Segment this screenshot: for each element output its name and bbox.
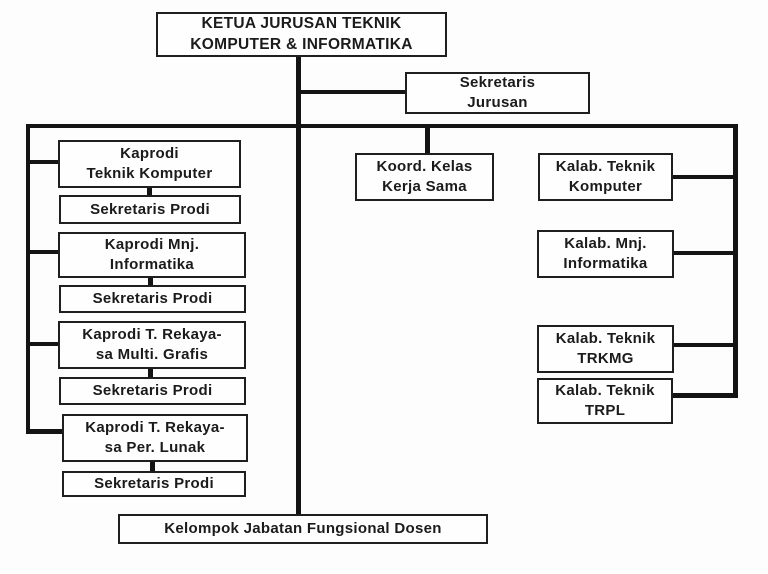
node-kalab-teknik-trpl: Kalab. Teknik TRPL (537, 378, 673, 424)
connector-kaprodi4-sekprodi4 (150, 460, 155, 473)
node-kalab-mnj-informatika: Kalab. Mnj. Informatika (537, 230, 674, 278)
connector-sekretaris-jurusan (296, 90, 406, 94)
node-kaprodi-rekayasa-multi-grafis: Kaprodi T. Rekaya- sa Multi. Grafis (58, 321, 246, 369)
connector-right-spine (733, 124, 738, 398)
node-sekretaris-jurusan: Sekretaris Jurusan (405, 72, 590, 114)
node-kalab-teknik-komputer: Kalab. Teknik Komputer (538, 153, 673, 201)
connector-kaprodi2-sekprodi2 (148, 276, 153, 287)
connector-koord-drop (425, 124, 430, 155)
connector-kaprodi1-sekprodi1 (147, 186, 152, 197)
connector-right-stub-2 (671, 251, 734, 255)
node-sekretaris-prodi-4: Sekretaris Prodi (62, 471, 246, 497)
connector-right-stub-3 (671, 343, 734, 347)
connector-left-stub-4 (26, 429, 64, 434)
node-ketua-jurusan: KETUA JURUSAN TEKNIK KOMPUTER & INFORMAT… (156, 12, 447, 57)
node-sekretaris-prodi-2: Sekretaris Prodi (59, 285, 246, 313)
node-kaprodi-rekayasa-per-lunak: Kaprodi T. Rekaya- sa Per. Lunak (62, 414, 248, 462)
connector-main-horizontal (26, 124, 738, 128)
node-kalab-teknik-trkmg: Kalab. Teknik TRKMG (537, 325, 674, 373)
connector-right-stub-1 (670, 175, 734, 179)
node-kaprodi-teknik-komputer: Kaprodi Teknik Komputer (58, 140, 241, 188)
node-koord-kelas-kerja-sama: Koord. Kelas Kerja Sama (355, 153, 494, 201)
connector-center-spine (296, 54, 301, 514)
node-sekretaris-prodi-3: Sekretaris Prodi (59, 377, 246, 405)
connector-left-stub-3 (26, 342, 60, 346)
node-kaprodi-mnj-informatika: Kaprodi Mnj. Informatika (58, 232, 246, 278)
node-kelompok-jabatan-fungsional-dosen: Kelompok Jabatan Fungsional Dosen (118, 514, 488, 544)
connector-kaprodi3-sekprodi3 (148, 367, 153, 379)
connector-left-stub-2 (26, 250, 60, 254)
connector-left-stub-1 (26, 160, 60, 164)
connector-right-stub-4 (670, 393, 738, 398)
connector-left-spine (26, 124, 30, 434)
node-sekretaris-prodi-1: Sekretaris Prodi (59, 195, 241, 224)
